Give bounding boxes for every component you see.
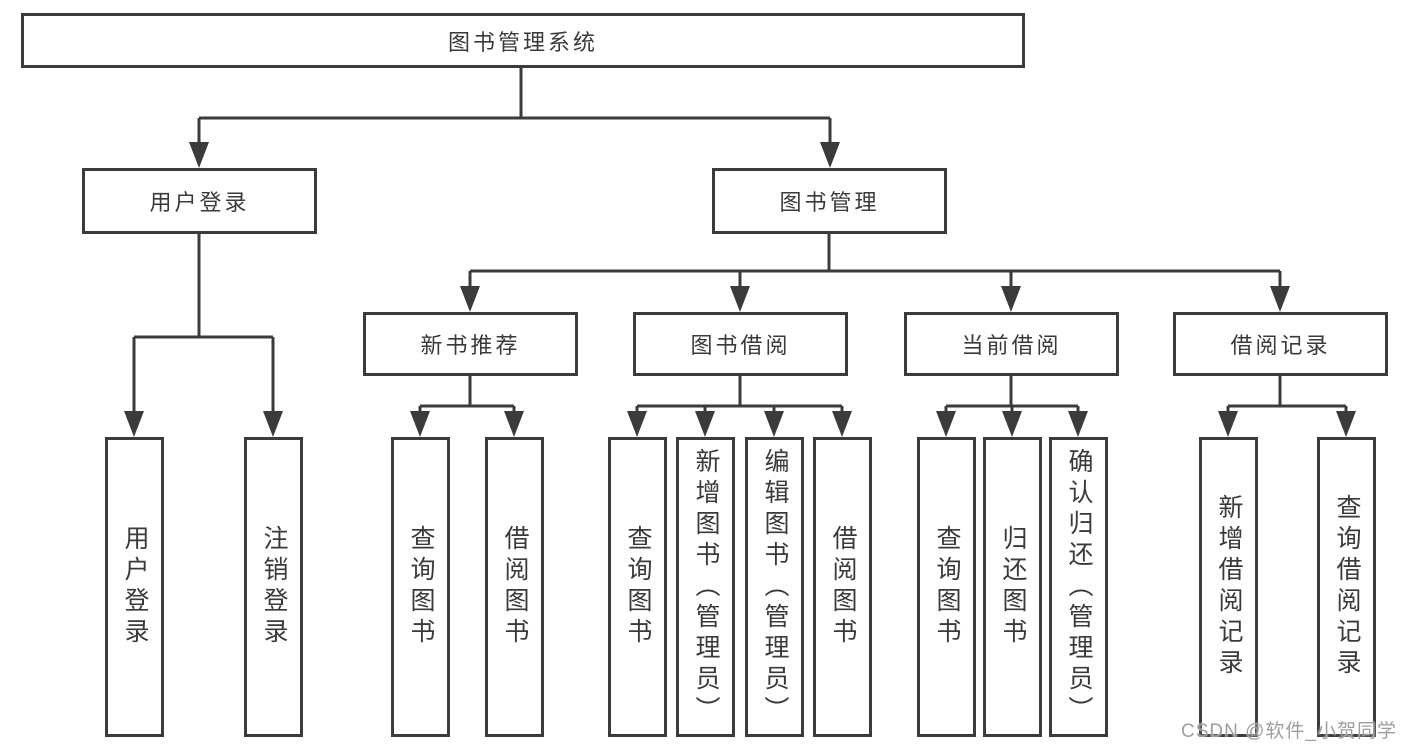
node-current-borrow: 当前借阅: [904, 312, 1119, 376]
node-label: 查询图书: [624, 525, 652, 649]
leaf-edit-book-admin: 编辑图书（管理员）: [745, 437, 804, 737]
node-book-borrow: 图书借阅: [633, 312, 848, 376]
node-label: 借阅记录: [1230, 333, 1331, 358]
leaf-borrow-books: 借阅图书: [813, 437, 872, 737]
node-label: 归还图书: [999, 525, 1027, 649]
node-user-login: 用户登录: [82, 168, 317, 234]
node-label: 图书管理系统: [447, 29, 598, 55]
node-label: 图书管理: [779, 190, 880, 215]
csdn-watermark: CSDN @软件_小贺同学: [1181, 721, 1397, 742]
leaf-add-borrow-record: 新增借阅记录: [1199, 437, 1258, 737]
node-label: 图书借阅: [690, 333, 791, 358]
node-label: 新增图书（管理员）: [692, 447, 720, 727]
node-label: 用户登录: [149, 190, 250, 215]
node-borrow-records: 借阅记录: [1173, 312, 1388, 376]
node-library-management-system: 图书管理系统: [21, 13, 1025, 68]
node-label: 确认归还（管理员）: [1065, 447, 1093, 727]
leaf-query-books-borrow: 查询图书: [608, 437, 667, 737]
node-label: 当前借阅: [961, 333, 1062, 358]
leaf-query-books-current: 查询图书: [917, 437, 976, 737]
node-label: 新书推荐: [420, 333, 521, 358]
node-label: 用户登录: [121, 525, 149, 649]
leaf-query-borrow-record: 查询借阅记录: [1317, 437, 1376, 737]
leaf-user-login: 用户登录: [105, 437, 164, 737]
leaf-return-books: 归还图书: [983, 437, 1042, 737]
node-label: 借阅图书: [829, 525, 857, 649]
node-label: 注销登录: [260, 525, 288, 649]
node-label: 新增借阅记录: [1215, 494, 1243, 680]
node-label: 查询图书: [933, 525, 961, 649]
node-label: 借阅图书: [501, 525, 529, 649]
leaf-borrow-books-recommend: 借阅图书: [485, 437, 544, 737]
node-book-management: 图书管理: [712, 168, 947, 234]
node-label: 查询图书: [407, 525, 435, 649]
leaf-confirm-return-admin: 确认归还（管理员）: [1049, 437, 1108, 737]
leaf-logout: 注销登录: [244, 437, 303, 737]
leaf-add-book-admin: 新增图书（管理员）: [676, 437, 735, 737]
node-label: 查询借阅记录: [1333, 494, 1361, 680]
leaf-query-books-recommend: 查询图书: [391, 437, 450, 737]
node-new-book-recommend: 新书推荐: [363, 312, 578, 376]
node-label: 编辑图书（管理员）: [761, 447, 789, 727]
